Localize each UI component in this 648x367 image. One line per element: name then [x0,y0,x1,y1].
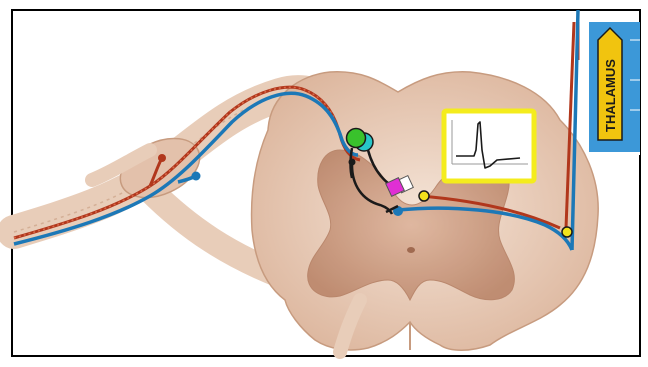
green-cell [347,129,366,148]
central-canal [407,247,415,253]
red-ganglion-node [158,154,166,162]
thalamus-panel: THALAMUS [589,22,640,152]
blue-ganglion-node [192,172,201,181]
spinal-cord-section [252,72,599,352]
action-potential-trace-icon [444,111,534,181]
thalamus-label: THALAMUS [603,59,618,132]
yellow-terminal-upper [419,191,429,201]
yellow-terminal-lower [562,227,572,237]
